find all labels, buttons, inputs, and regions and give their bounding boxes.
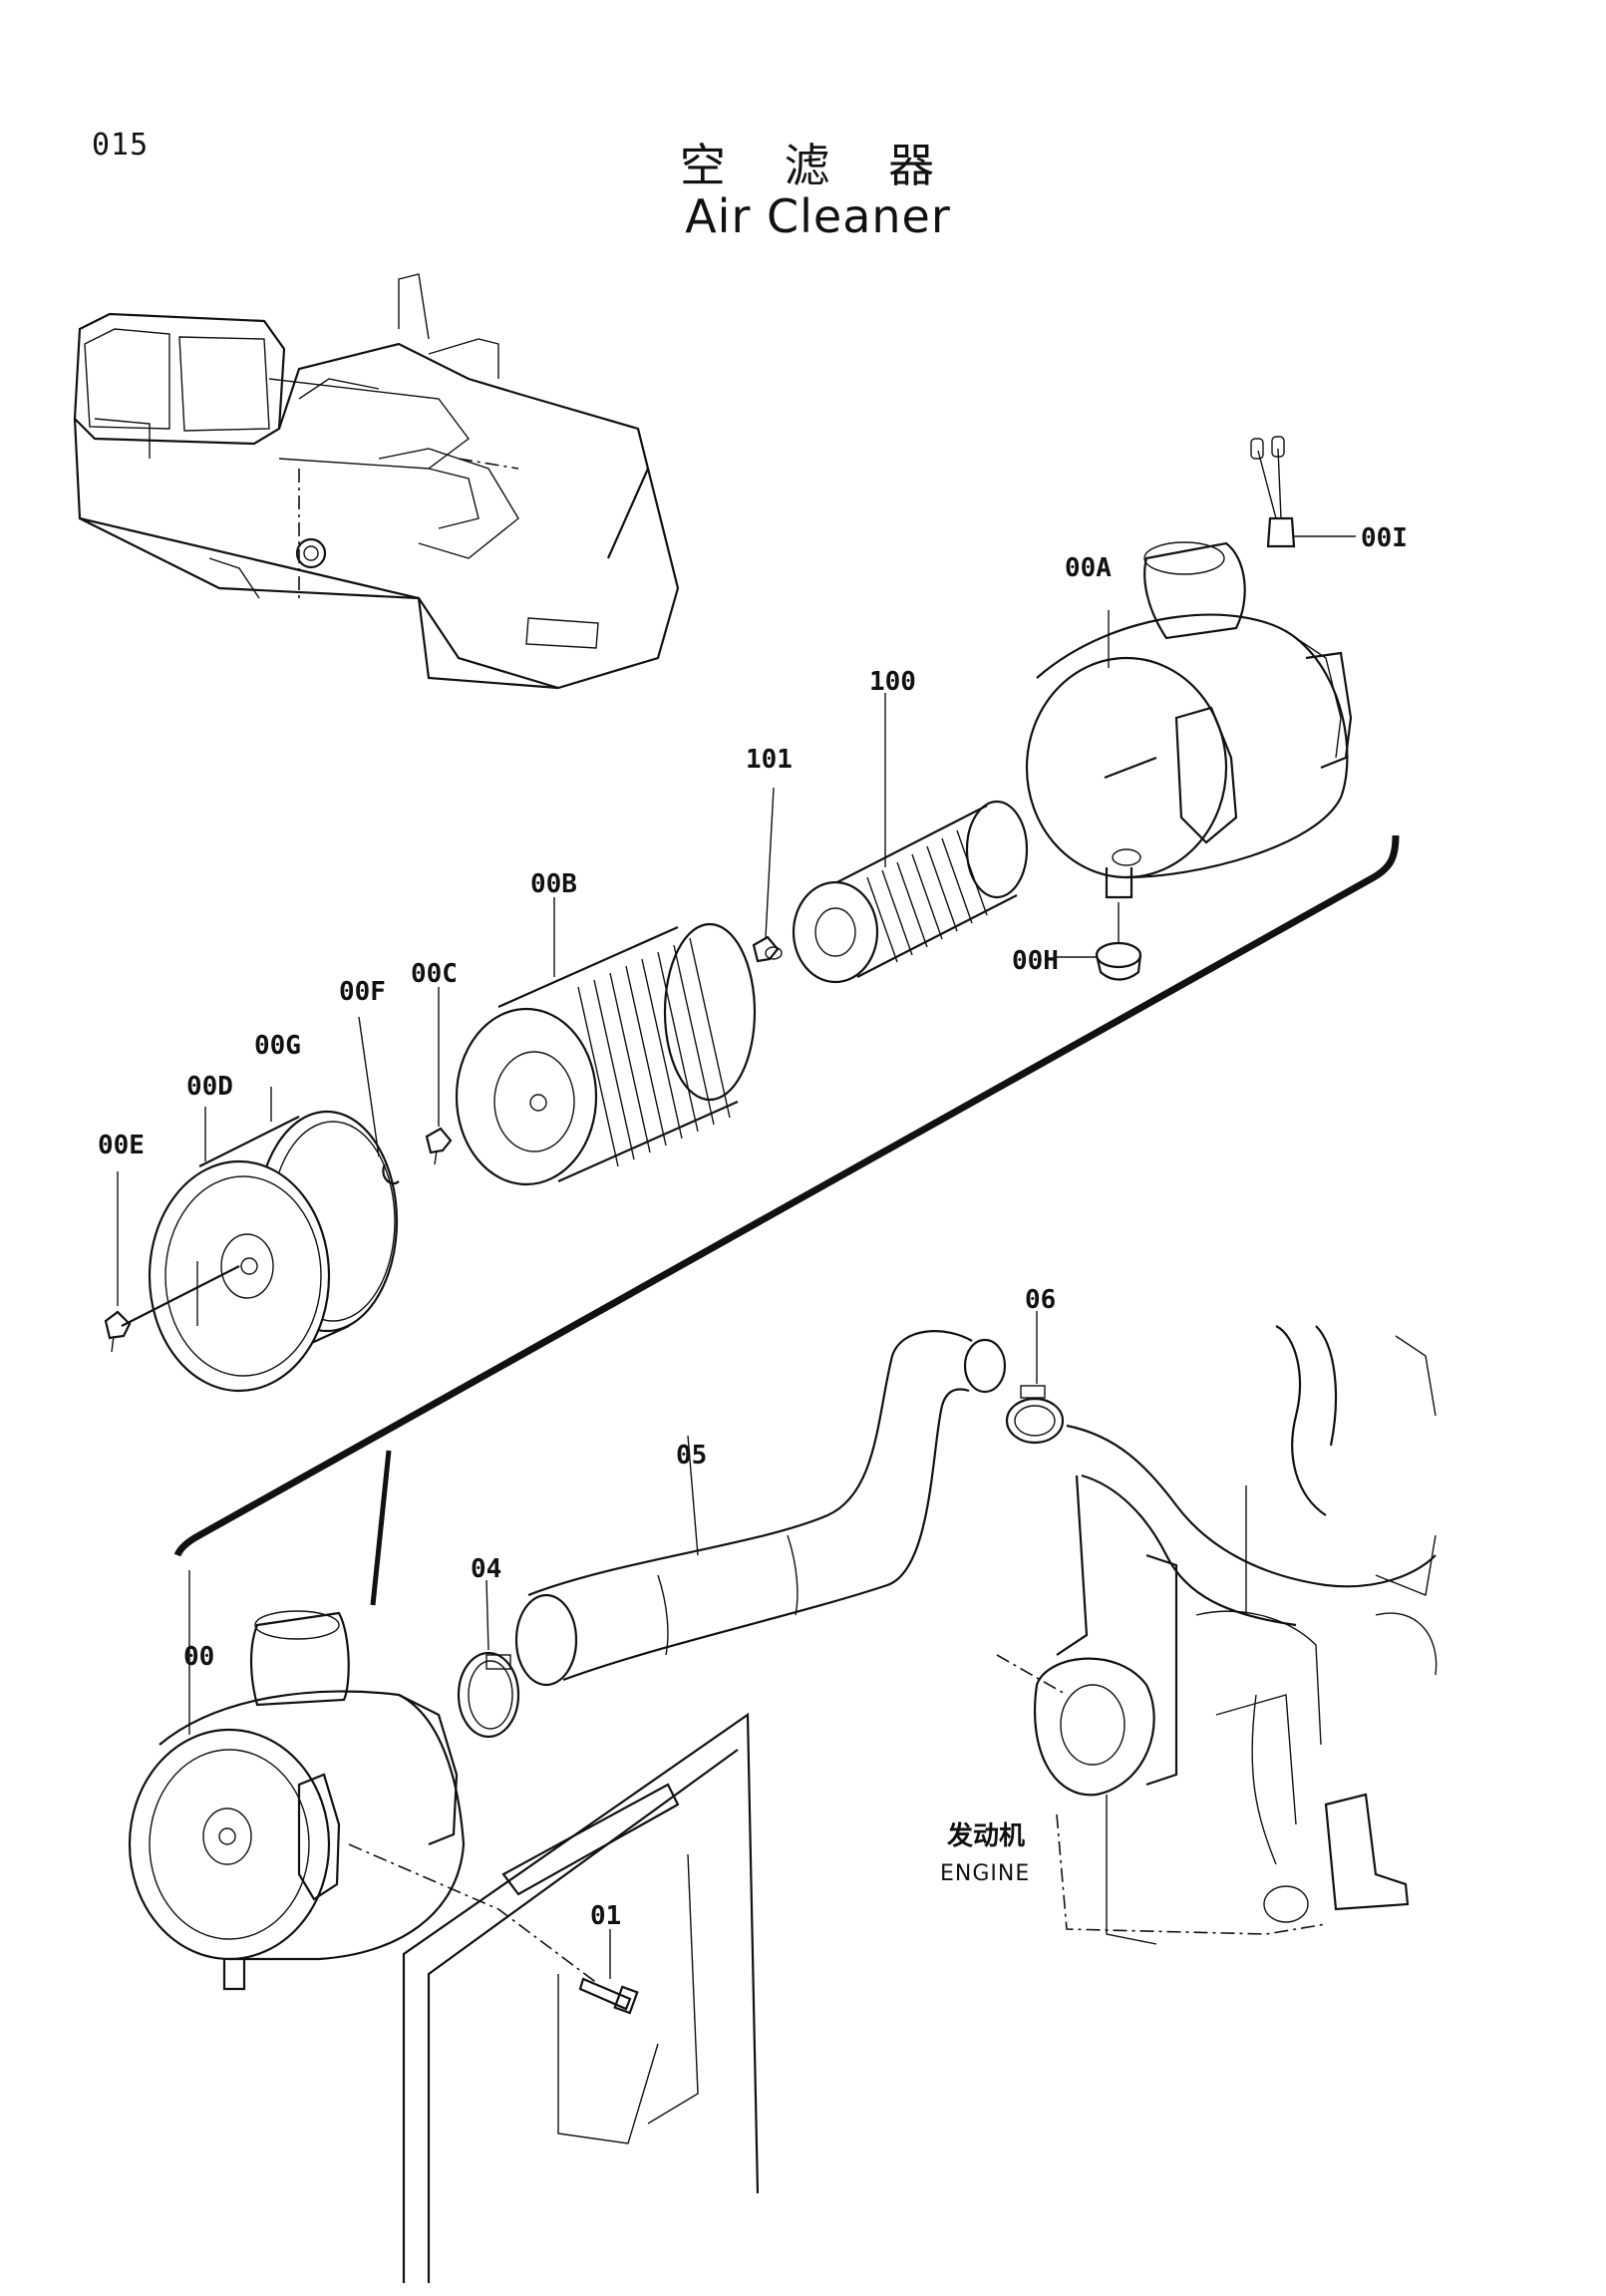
part-00I-drawing <box>1250 436 1356 548</box>
part-00F-drawing <box>358 1016 400 1185</box>
label-00E: 00E <box>98 1131 145 1160</box>
divider-pointer <box>370 1450 392 1606</box>
label-00D: 00D <box>186 1072 233 1102</box>
title-english: Air Cleaner <box>685 189 951 243</box>
part-00H-drawing <box>1057 902 1142 981</box>
label-06: 06 <box>1025 1285 1056 1315</box>
engine-label-chinese: 发动机 <box>946 1820 1025 1851</box>
label-00C: 00C <box>411 959 458 989</box>
label-00B: 00B <box>530 869 577 899</box>
part-06-drawing <box>1005 1311 1065 1445</box>
part-01-drawing <box>348 1712 760 2283</box>
part-04-drawing <box>457 1579 520 1739</box>
part-00B-drawing <box>455 897 757 1186</box>
part-00A-drawing <box>1025 541 1353 899</box>
label-00I: 00I <box>1361 523 1408 553</box>
part-100-drawing <box>792 693 1029 984</box>
label-00F: 00F <box>339 977 386 1007</box>
part-00-drawing <box>128 1261 466 1991</box>
label-101: 101 <box>746 745 793 775</box>
label-05: 05 <box>676 1441 707 1471</box>
label-00H: 00H <box>1012 946 1059 976</box>
part-101-drawing <box>752 787 783 963</box>
section-divider-line <box>173 834 1400 1557</box>
engine-illustration <box>996 1325 1438 1945</box>
label-01: 01 <box>590 1901 621 1931</box>
part-00D-00G-drawing <box>148 1087 399 1393</box>
title-chinese: 空 滤 器 <box>679 139 957 192</box>
part-00C-drawing <box>425 987 453 1165</box>
label-100: 100 <box>869 667 916 697</box>
label-04: 04 <box>471 1554 501 1584</box>
part-05-drawing <box>514 1330 1007 1687</box>
label-00: 00 <box>183 1642 214 1672</box>
label-00A: 00A <box>1065 553 1112 583</box>
excavator-overview-illustration <box>73 273 680 690</box>
page-number: 015 <box>92 128 150 163</box>
part-00E-drawing <box>104 1171 240 1353</box>
engine-label-english: ENGINE <box>940 1861 1030 1886</box>
label-00G: 00G <box>254 1031 301 1061</box>
